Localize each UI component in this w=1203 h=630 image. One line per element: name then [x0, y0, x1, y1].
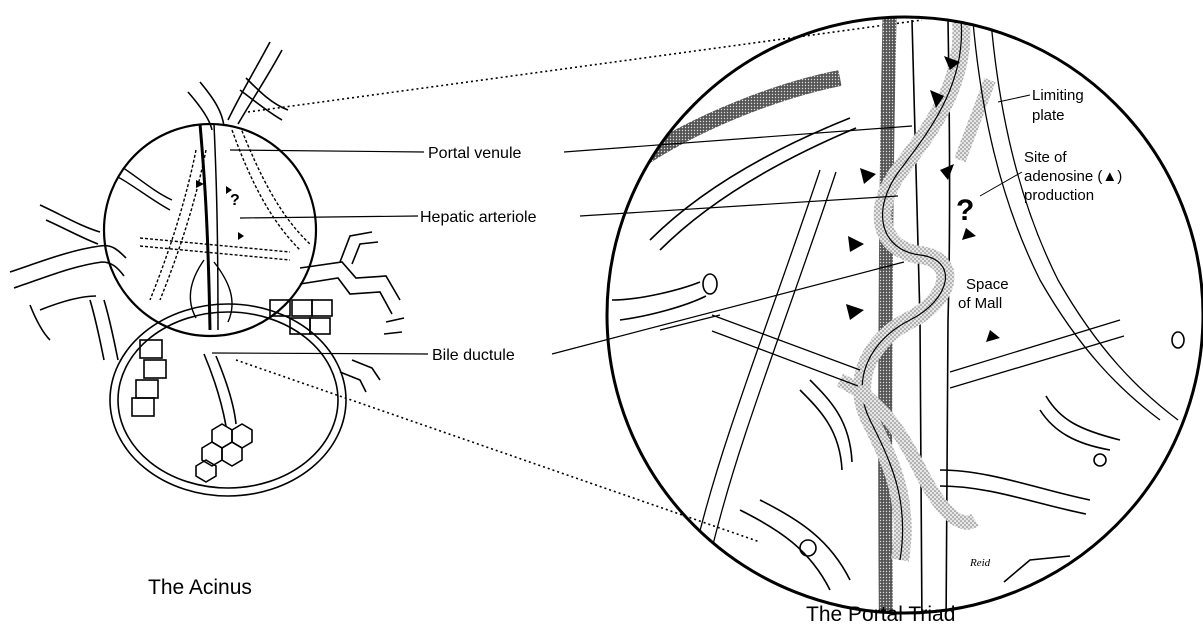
portal-triad-caption: The Portal Triad	[806, 603, 955, 626]
bile-ductule-label: Bile ductule	[432, 347, 515, 364]
limiting-plate-label-line1: Limiting	[1032, 87, 1084, 104]
hepatic-arteriole-label: Hepatic arteriole	[420, 209, 537, 226]
acinus-caption: The Acinus	[148, 576, 252, 599]
acinus-question-mark: ?	[230, 192, 240, 209]
adenosine-label-line3: production	[1024, 187, 1094, 204]
adenosine-label-line1: Site of	[1024, 149, 1067, 166]
space-of-mall-label-line2: of Mall	[958, 295, 1002, 312]
triad-question-mark: ?	[956, 194, 974, 227]
limiting-plate-right	[950, 10, 1178, 420]
artist-signature: Reid	[969, 557, 991, 569]
limiting-plate-left	[660, 170, 860, 572]
acinus-magnified-region: ?	[104, 124, 316, 336]
portal-triad-drawing: ? Limiting plate Site of adenosine (▲) p…	[607, 0, 1203, 630]
callout-leaders	[212, 126, 912, 354]
limiting-plate-label-line2: plate	[1032, 107, 1065, 124]
portal-venule-label: Portal venule	[428, 145, 521, 162]
space-of-mall-label-line1: Space	[966, 276, 1009, 293]
acinus-drawing	[10, 42, 404, 496]
projection-lines	[236, 20, 922, 542]
adenosine-label-line2: adenosine (▲)	[1024, 168, 1122, 185]
